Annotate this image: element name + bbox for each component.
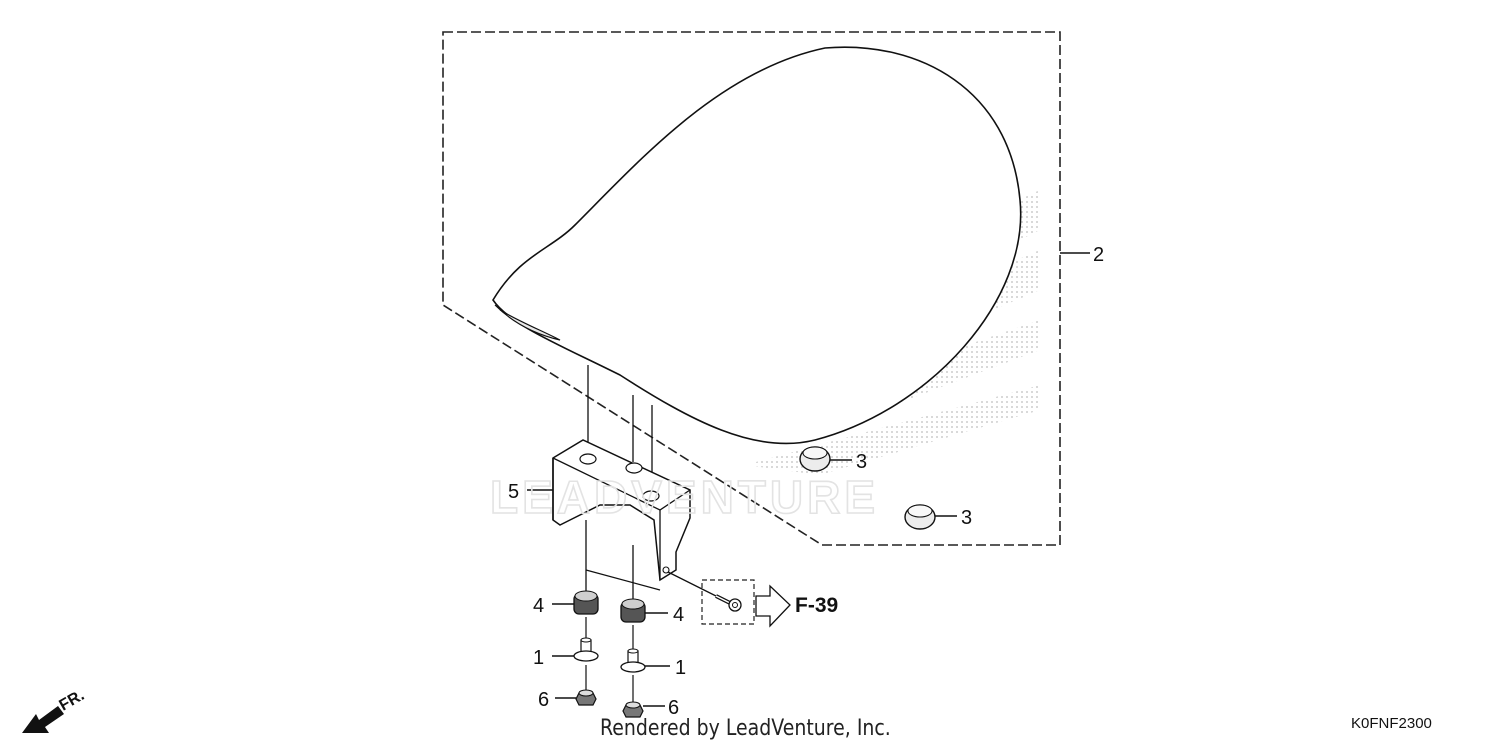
credit-text: Rendered by LeadVenture, Inc. xyxy=(600,716,891,741)
bolt[interactable] xyxy=(715,594,742,612)
grommet-right[interactable] xyxy=(620,598,646,623)
seat[interactable] xyxy=(492,46,1022,445)
seat-bracket[interactable] xyxy=(552,439,691,582)
callout-grommet-left: 4 xyxy=(533,595,544,617)
callout-collar-left: 1 xyxy=(533,647,544,669)
collar-right[interactable] xyxy=(620,648,646,673)
callout-cushion-upper: 3 xyxy=(856,451,867,473)
collar-left[interactable] xyxy=(573,637,599,662)
callout-bracket: 5 xyxy=(508,481,519,503)
reference-arrow-icon xyxy=(755,584,791,628)
callout-seat: 2 xyxy=(1093,244,1104,266)
callout-cushion-lower: 3 xyxy=(961,507,972,529)
diagram-code: K0FNF2300 xyxy=(1351,715,1432,732)
watermark-text: LEADVENTURE xyxy=(490,471,879,523)
nut-right[interactable] xyxy=(622,701,644,718)
assembly-boundary xyxy=(442,31,1061,546)
reference-label[interactable]: F-39 xyxy=(795,594,838,617)
front-direction-arrow-icon xyxy=(22,706,64,733)
nut-left[interactable] xyxy=(575,689,597,706)
cushion-lower[interactable] xyxy=(904,504,936,530)
bolt-reference-box xyxy=(701,579,755,625)
callout-nut-right: 6 xyxy=(668,697,679,719)
callout-nut-left: 6 xyxy=(538,689,549,711)
callout-collar-right: 1 xyxy=(675,657,686,679)
cushion-upper[interactable] xyxy=(799,446,831,472)
callout-grommet-right: 4 xyxy=(673,604,684,626)
grommet-left[interactable] xyxy=(573,590,599,615)
